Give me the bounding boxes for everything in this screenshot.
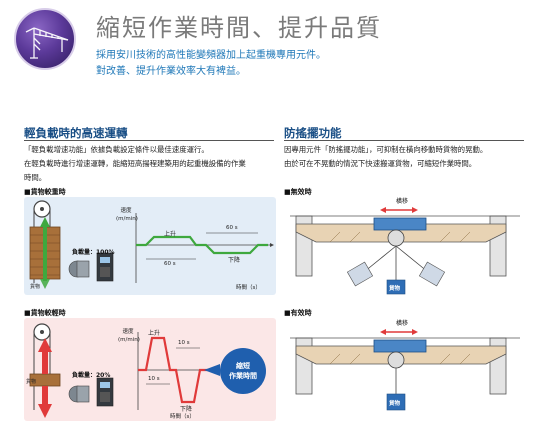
motor-icon (68, 385, 90, 403)
body-line: 「輕負載增速功能」依據負載設定條件以最佳速度運行。 (24, 145, 209, 154)
down-label: 下降 (228, 257, 241, 264)
inverter-icon (96, 377, 114, 407)
body-line: 因專用元件「防搖擺功能」，可抑制在橫向移動時貨物的晃動。 (284, 145, 488, 154)
diagram-caption-enabled: ■有效時 (284, 309, 312, 317)
cargo-label: 貨物 (30, 284, 41, 290)
light-load-panel: 負載量：20% 貨物 速度 (m/min) 上升 下降 10 s 10 s 時間… (24, 318, 276, 421)
duration-label: 10 s (148, 376, 160, 382)
crane-sway-diagram-disabled: 橫移 貨物 (290, 196, 530, 300)
page-title: 縮短作業時間、提升品質 (96, 14, 382, 42)
body-line: 在輕負載時進行增速運轉，能縮短高揚程建築用的起重機設備的作業 (24, 159, 246, 168)
body-line: 時間。 (24, 173, 47, 182)
duration-label: 60 s (164, 261, 176, 267)
section-divider (284, 140, 524, 141)
badge-line-2: 作業時間 (229, 372, 257, 380)
time-axis-label: 時間（s） (236, 285, 261, 291)
time-axis-label: 時間（s） (170, 414, 195, 420)
duration-label: 10 s (178, 340, 190, 346)
up-label: 上升 (164, 231, 177, 238)
crane-logo-icon (14, 8, 76, 70)
cargo-label: 貨物 (389, 401, 401, 407)
shorten-time-badge: 縮短 作業時間 (220, 348, 266, 394)
down-label: 下降 (180, 406, 193, 413)
subtitle-line-1: 採用安川技術的高性能變頻器加上起重機專用元件。 (96, 50, 326, 61)
traverse-label: 橫移 (396, 320, 409, 327)
cargo-label: 貨物 (26, 379, 37, 385)
load-label: 負載量：100% (72, 249, 115, 256)
inverter-icon (96, 252, 114, 282)
section-heading-anti-sway: 防搖擺功能 (284, 126, 342, 140)
section-body-light-load: 「輕負載增速功能」依據負載設定條件以最佳速度運行。 在輕負載時進行增速運轉，能縮… (24, 143, 276, 185)
section-heading-light-load: 輕負載時的高速運轉 (24, 126, 128, 140)
cargo-label: 貨物 (389, 286, 401, 292)
diagram-caption-disabled: ■無效時 (284, 188, 312, 196)
up-label: 上升 (148, 330, 161, 337)
speed-axis-label: 速度 (m/min) (116, 208, 138, 222)
panel-caption-heavy: ■貨物較重時 (24, 188, 66, 196)
traverse-label: 橫移 (396, 198, 409, 205)
panel-caption-light: ■貨物較輕時 (24, 309, 66, 317)
heavy-load-panel: 負載量：100% 貨物 速度 (m/min) 上升 下降 60 s 60 s 時… (24, 197, 276, 295)
body-line: 由於可在不晃動的情況下快速搬運貨物，可縮短作業時間。 (284, 159, 477, 168)
load-label: 負載量：20% (72, 372, 111, 379)
badge-line-1: 縮短 (236, 362, 250, 370)
duration-label: 60 s (226, 225, 238, 231)
section-body-anti-sway: 因專用元件「防搖擺功能」，可抑制在橫向移動時貨物的晃動。 由於可在不晃動的情況下… (284, 143, 534, 171)
motor-icon (68, 260, 90, 278)
speed-axis-label: 速度 (m/min) (118, 329, 140, 343)
crane-sway-diagram-enabled: 橫移 貨物 (290, 318, 530, 422)
section-divider (24, 140, 274, 141)
subtitle-line-2: 對改善、提升作業效率大有裨益。 (96, 66, 246, 77)
